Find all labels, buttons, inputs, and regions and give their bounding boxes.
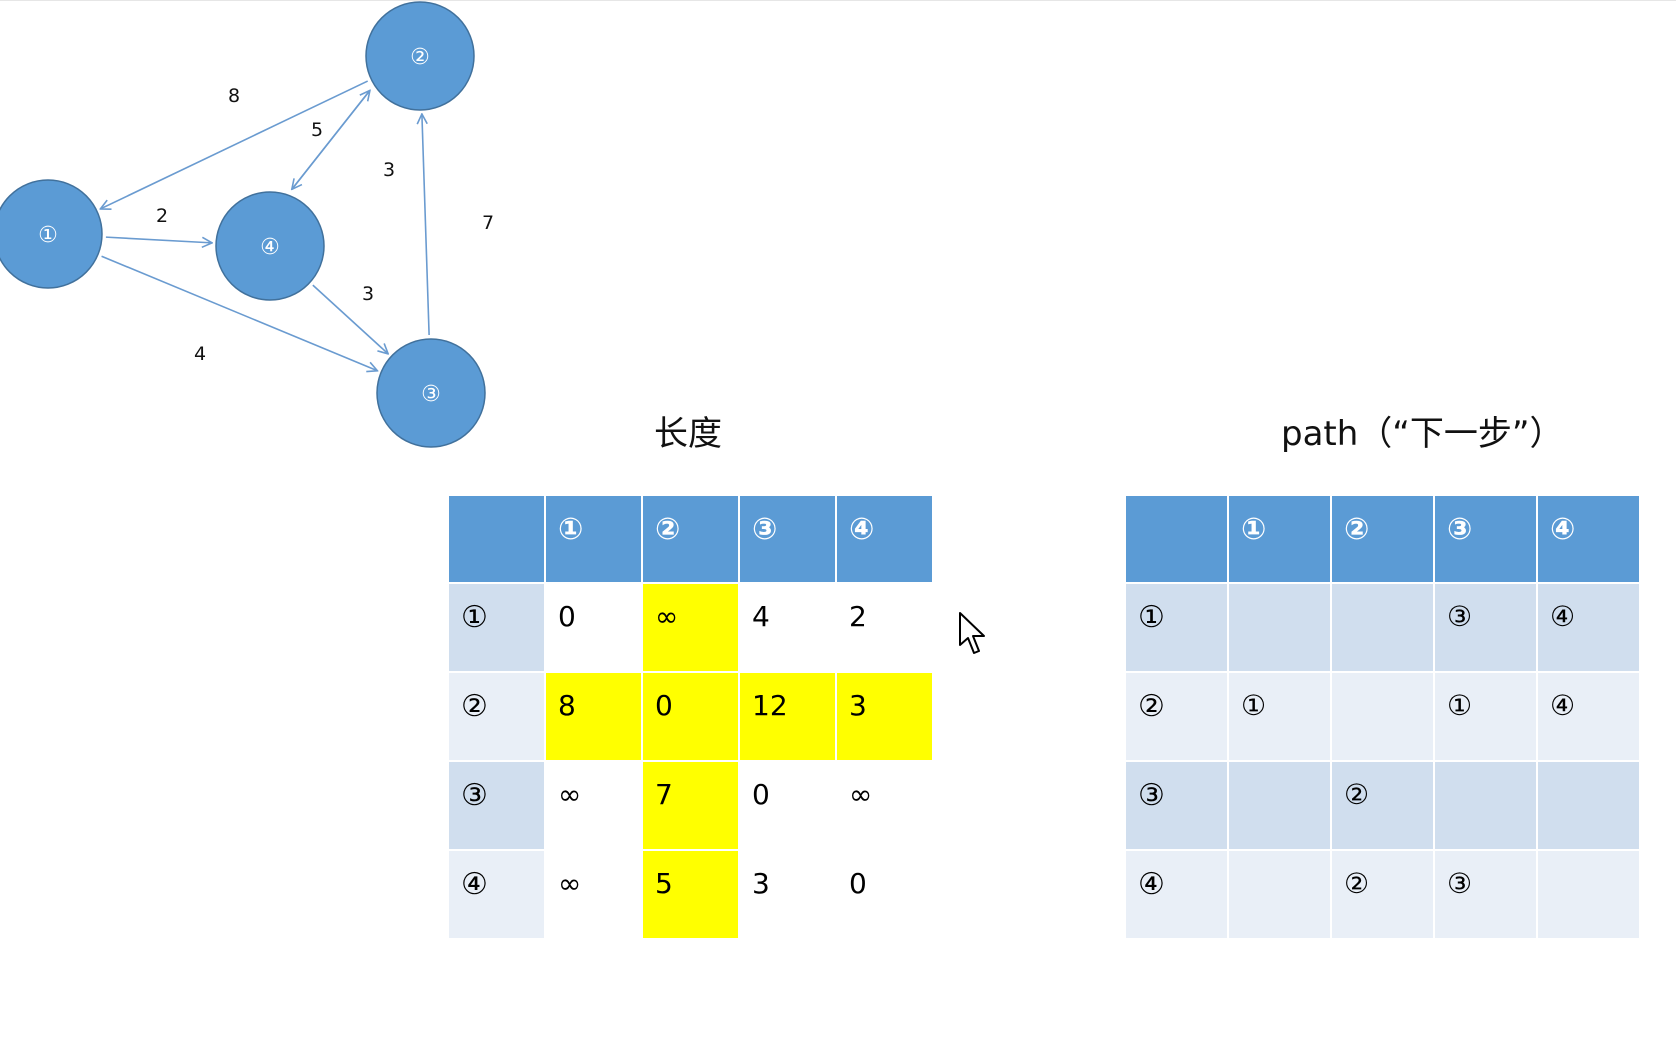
path-col-header: ② <box>1332 496 1433 582</box>
edge-weight-label: 7 <box>482 212 494 234</box>
path-cell <box>1229 762 1330 849</box>
length-cell-highlighted: ∞ <box>643 584 738 671</box>
length-row-header: ② <box>449 673 544 760</box>
graph-node-label: ③ <box>421 382 441 407</box>
length-cell: 4 <box>740 584 835 671</box>
path-col-header: ① <box>1229 496 1330 582</box>
graph-node-label: ② <box>410 45 430 70</box>
length-cell-highlighted: 5 <box>643 851 738 938</box>
length-cell-highlighted: 7 <box>643 762 738 849</box>
path-table-row: ② ① ① ④ <box>1126 673 1639 760</box>
path-row-header: ② <box>1126 673 1227 760</box>
length-row-header: ① <box>449 584 544 671</box>
edge-weight-label: 4 <box>194 343 206 365</box>
path-cell: ③ <box>1435 851 1536 938</box>
path-table-title: path（“下一步”） <box>1281 414 1564 454</box>
length-table-title: 长度 <box>654 414 722 454</box>
path-cell: ③ <box>1435 584 1536 671</box>
length-table-row: ② 8 0 12 3 <box>449 673 932 760</box>
length-table: ① ② ③ ④ ① 0 ∞ 4 2 ② 8 0 12 3 ③ ∞ 7 0 ∞ ④… <box>447 494 934 940</box>
graph-node <box>215 191 325 301</box>
edge-weight-label: 8 <box>228 85 240 107</box>
length-cell-highlighted: 12 <box>740 673 835 760</box>
path-col-header: ④ <box>1538 496 1639 582</box>
path-table-row: ③ ② <box>1126 762 1639 849</box>
graph-node <box>376 338 486 448</box>
edge-arrow <box>101 255 378 371</box>
graph-node-label: ① <box>38 223 58 248</box>
length-table-header-row: ① ② ③ ④ <box>449 496 932 582</box>
path-cell: ① <box>1229 673 1330 760</box>
length-row-header: ④ <box>449 851 544 938</box>
path-table-row: ① ③ ④ <box>1126 584 1639 671</box>
length-row-header: ③ <box>449 762 544 849</box>
path-row-header: ④ <box>1126 851 1227 938</box>
graph-node <box>365 1 475 111</box>
length-cell: 0 <box>740 762 835 849</box>
edge-weight-label: 5 <box>311 119 323 141</box>
length-cell-highlighted: 8 <box>546 673 641 760</box>
edge-arrow <box>422 114 430 336</box>
edge-weight-label: 3 <box>362 283 374 305</box>
length-cell: ∞ <box>546 762 641 849</box>
path-table-corner <box>1126 496 1227 582</box>
path-cell: ① <box>1435 673 1536 760</box>
length-cell: 0 <box>837 851 932 938</box>
path-cell <box>1332 584 1433 671</box>
path-cell: ④ <box>1538 584 1639 671</box>
edge-arrow <box>105 236 212 243</box>
length-table-row: ① 0 ∞ 4 2 <box>449 584 932 671</box>
length-col-header: ③ <box>740 496 835 582</box>
length-col-header: ④ <box>837 496 932 582</box>
edge-weight-label: 3 <box>383 159 395 181</box>
graph-node <box>0 179 103 289</box>
path-col-header: ③ <box>1435 496 1536 582</box>
path-cell: ② <box>1332 762 1433 849</box>
top-border-line <box>0 0 1676 1</box>
length-cell-highlighted: 0 <box>643 673 738 760</box>
length-cell: ∞ <box>837 762 932 849</box>
length-cell: 3 <box>740 851 835 938</box>
length-cell: 2 <box>837 584 932 671</box>
length-col-header: ② <box>643 496 738 582</box>
path-cell <box>1229 851 1330 938</box>
edge-arrow <box>312 284 388 354</box>
path-table-row: ④ ② ③ <box>1126 851 1639 938</box>
path-cell: ② <box>1332 851 1433 938</box>
mouse-pointer-icon <box>959 612 985 654</box>
path-row-header: ① <box>1126 584 1227 671</box>
length-table-row: ③ ∞ 7 0 ∞ <box>449 762 932 849</box>
edge-weight-label: 2 <box>156 205 168 227</box>
path-cell <box>1538 762 1639 849</box>
path-table-header-row: ① ② ③ ④ <box>1126 496 1639 582</box>
edge-arrow <box>292 89 371 189</box>
path-cell <box>1229 584 1330 671</box>
path-cell <box>1332 673 1433 760</box>
edge-arrow <box>100 80 369 209</box>
path-cell <box>1538 851 1639 938</box>
length-col-header: ① <box>546 496 641 582</box>
path-table: ① ② ③ ④ ① ③ ④ ② ① ① ④ ③ ② ④ ② ③ <box>1124 494 1641 940</box>
graph-node-label: ④ <box>260 235 280 260</box>
length-cell: 0 <box>546 584 641 671</box>
path-row-header: ③ <box>1126 762 1227 849</box>
length-cell-highlighted: 3 <box>837 673 932 760</box>
length-table-row: ④ ∞ 5 3 0 <box>449 851 932 938</box>
path-cell: ④ <box>1538 673 1639 760</box>
length-cell: ∞ <box>546 851 641 938</box>
graph-diagram: 8 2 4 5 3 3 7 ① ② ③ ④ <box>0 1 494 448</box>
length-table-corner <box>449 496 544 582</box>
path-cell <box>1435 762 1536 849</box>
